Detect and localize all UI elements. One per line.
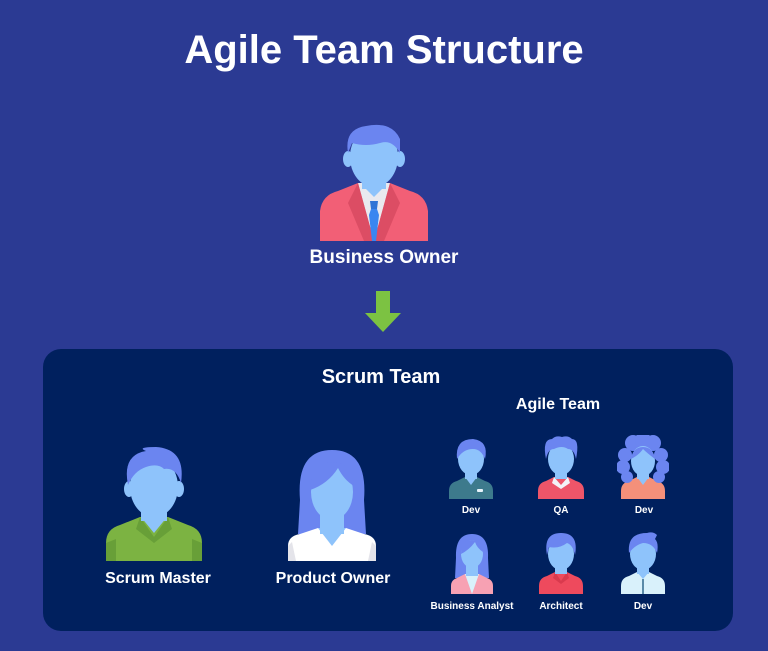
dev-avatar-icon [621, 532, 665, 594]
agile-member-architect [539, 531, 583, 594]
page-title: Agile Team Structure [184, 28, 584, 72]
woman-avatar-icon [451, 534, 493, 594]
scrum-master-label: Scrum Master [105, 570, 211, 587]
agile-member-label: Dev [461, 505, 481, 516]
agile-member-dev-2 [617, 435, 669, 499]
woman-avatar-icon [288, 450, 376, 561]
dev-avatar-icon [617, 435, 669, 499]
agile-member-label: Business Analyst [430, 601, 514, 612]
agile-member-label: Dev [633, 601, 653, 612]
arrow-down-icon [364, 291, 402, 333]
agile-member-dev-3 [621, 531, 665, 594]
scrum-master-avatar [106, 447, 202, 561]
agile-member-business-analyst [451, 534, 493, 594]
agile-member-label: Architect [539, 601, 583, 612]
agile-member-qa [538, 435, 584, 499]
man-avatar-icon [106, 447, 202, 561]
scrum-team-panel: Scrum Team Agile Team Scrum Master [43, 349, 733, 631]
agile-member-label: QA [553, 505, 569, 516]
scrum-team-title: Scrum Team [321, 366, 441, 388]
agile-member-label: Dev [634, 505, 654, 516]
business-owner-label: Business Owner [309, 247, 459, 268]
businessman-avatar-icon [320, 124, 428, 241]
agile-member-dev-1 [449, 437, 493, 499]
business-owner-avatar [318, 123, 430, 241]
architect-avatar-icon [539, 533, 583, 594]
qa-avatar-icon [538, 436, 584, 499]
agile-team-title: Agile Team [515, 396, 601, 413]
product-owner-avatar [288, 450, 376, 561]
product-owner-label: Product Owner [275, 570, 391, 587]
dev-avatar-icon [449, 439, 493, 499]
